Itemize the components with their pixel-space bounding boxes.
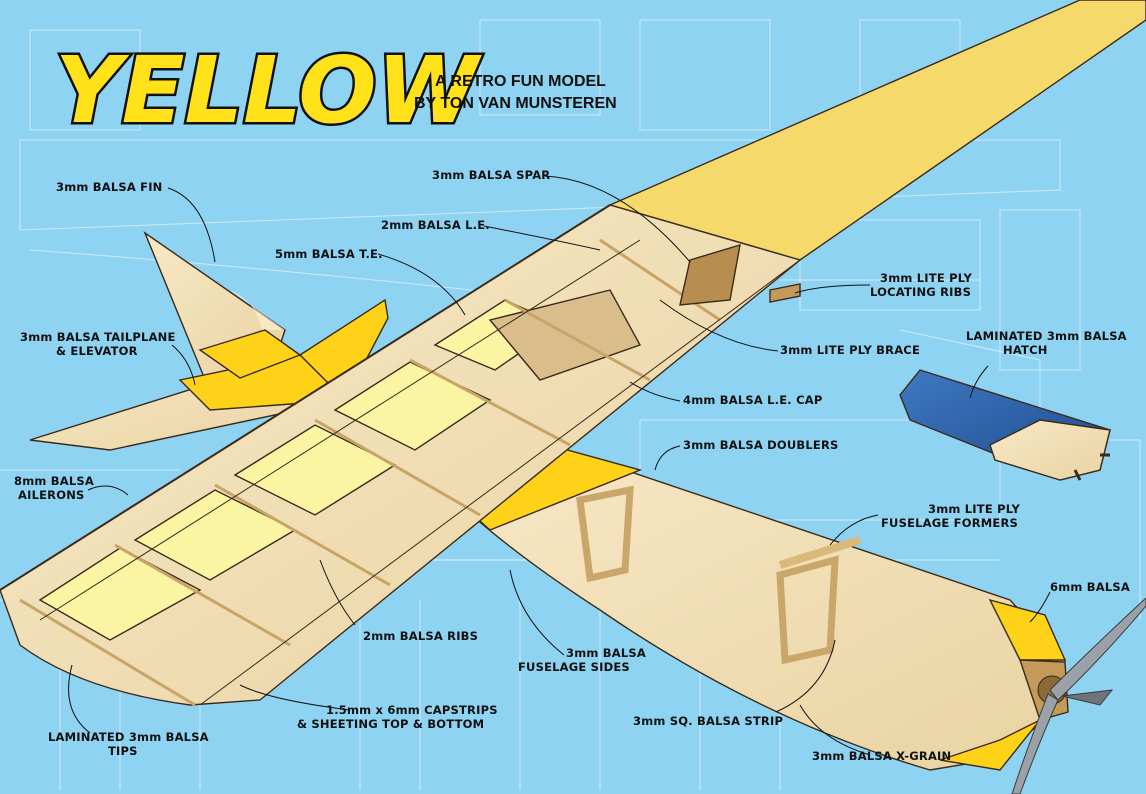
- callout-capstrips-line-1: 1.5mm x 6mm CAPSTRIPS: [326, 703, 498, 717]
- leader-lines: [68, 175, 1051, 756]
- callout-ribs: 2mm BALSA RIBS: [363, 629, 478, 643]
- subtitle-line-1: A RETRO FUN MODEL: [435, 73, 606, 90]
- callout-capstrips-line-2: & SHEETING TOP & BOTTOM: [297, 717, 484, 731]
- callout-brace: 3mm LITE PLY BRACE: [780, 343, 920, 357]
- subtitle-line-2: BY TON VAN MUNSTEREN: [414, 95, 617, 112]
- callout-nose: 6mm BALSA: [1050, 580, 1130, 594]
- callout-spar: 3mm BALSA SPAR: [432, 168, 550, 182]
- callout-hatch-line-2: HATCH: [1003, 343, 1048, 357]
- propeller: [1011, 597, 1146, 794]
- callout-tailplane-line-1: 3mm BALSA TAILPLANE: [20, 330, 176, 344]
- wing: [0, 0, 1146, 707]
- callout-sides-line-1: 3mm BALSA: [566, 646, 646, 660]
- callout-le-cap: 4mm BALSA L.E. CAP: [683, 393, 822, 407]
- tailplane: [29, 298, 389, 451]
- callout-ailerons-line-2: AILERONS: [18, 488, 85, 502]
- callout-te: 5mm BALSA T.E.: [275, 247, 383, 261]
- callout-sides-line-2: FUSELAGE SIDES: [518, 660, 630, 674]
- callout-formers-line-1: 3mm LITE PLY: [928, 502, 1020, 516]
- callout-fin: 3mm BALSA FIN: [56, 180, 163, 194]
- callout-hatch-line-1: LAMINATED 3mm BALSA: [966, 329, 1127, 343]
- callout-tips-line-2: TIPS: [108, 744, 138, 758]
- callout-locating-line-2: LOCATING RIBS: [870, 285, 971, 299]
- callout-doublers: 3mm BALSA DOUBLERS: [683, 438, 839, 452]
- callout-locating-line-1: 3mm LITE PLY: [880, 271, 972, 285]
- callout-sq-strip: 3mm SQ. BALSA STRIP: [633, 714, 783, 728]
- title-logo: YELLOW: [55, 37, 483, 144]
- hatch: [899, 369, 1111, 481]
- callout-le: 2mm BALSA L.E.: [381, 218, 490, 232]
- callout-x-grain: 3mm BALSA X-GRAIN: [812, 749, 951, 763]
- callout-tailplane-line-2: & ELEVATOR: [56, 344, 138, 358]
- callout-tips-line-1: LAMINATED 3mm BALSA: [48, 730, 209, 744]
- callout-formers-line-2: FUSELAGE FORMERS: [881, 516, 1018, 530]
- callout-ailerons-line-1: 8mm BALSA: [14, 474, 94, 488]
